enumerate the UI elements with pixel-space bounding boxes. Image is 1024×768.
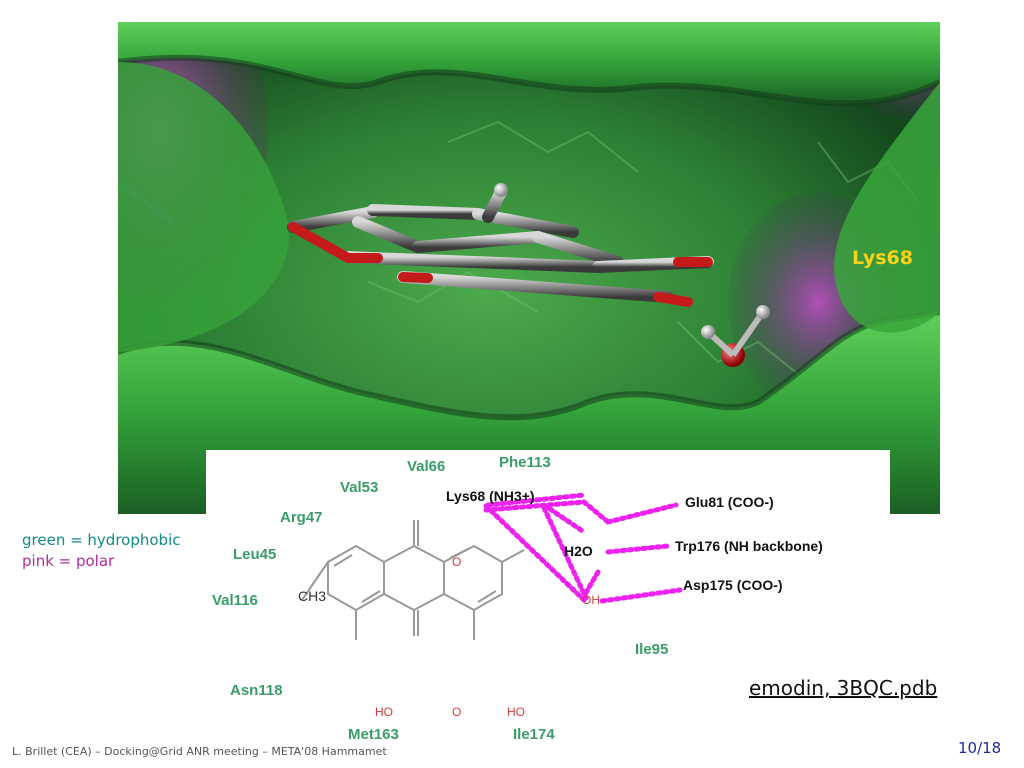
interaction-lys68: Lys68 (NH3+) xyxy=(446,488,535,504)
hbond-lys68-h2o xyxy=(541,502,587,535)
hbond-lys68-oh xyxy=(483,503,587,603)
interaction-trp176: Trp176 (NH backbone) xyxy=(675,538,823,554)
atom-ho-right: HO xyxy=(507,705,525,719)
legend-polar: pink = polar xyxy=(22,552,115,570)
slide-footer: L. Brillet (CEA) – Docking@Grid ANR meet… xyxy=(12,745,387,758)
hbond-h2o-oh xyxy=(581,569,601,599)
page-number: 10/18 xyxy=(958,739,1002,757)
protein-surface-render xyxy=(118,22,940,514)
lys68-structure-label: Lys68 xyxy=(852,247,913,269)
emodin-structure-drawing xyxy=(301,492,683,640)
residue-leu45: Leu45 xyxy=(233,546,277,563)
residue-ile174: Ile174 xyxy=(513,726,555,743)
left-ring xyxy=(327,544,385,612)
pocket-illustration xyxy=(118,22,940,514)
pdb-caption: emodin, 3BQC.pdb xyxy=(749,676,938,700)
residue-val53: Val53 xyxy=(340,479,379,496)
middle-ring xyxy=(383,544,445,612)
interaction-asp175: Asp175 (COO-) xyxy=(683,577,783,593)
interaction-diagram xyxy=(206,450,890,752)
hbond-oh-asp175 xyxy=(599,587,683,604)
atom-o-bottom: O xyxy=(452,705,462,719)
residue-met163: Met163 xyxy=(348,726,399,743)
residue-val66: Val66 xyxy=(407,458,446,475)
atom-oh-right: OH xyxy=(582,593,600,607)
atom-o-top: O xyxy=(452,555,462,569)
interaction-glu81: Glu81 (COO-) xyxy=(685,494,774,510)
interaction-h2o: H2O xyxy=(564,543,593,559)
residue-arg47: Arg47 xyxy=(280,509,323,526)
residue-phe113: Phe113 xyxy=(499,454,551,471)
residue-ile95: Ile95 xyxy=(635,641,669,658)
hbond-lys68-glu81 xyxy=(485,492,587,508)
surface-color-legend: green = hydrophobic pink = polar xyxy=(22,530,181,572)
hbond-h2o-glu81 xyxy=(581,499,611,525)
atom-ch3: CH3 xyxy=(298,588,327,604)
hbond-h2o-trp176 xyxy=(605,543,671,555)
legend-hydrophobic: green = hydrophobic xyxy=(22,531,181,549)
residue-val116: Val116 xyxy=(212,592,258,609)
residue-asn118: Asn118 xyxy=(230,682,283,699)
atom-ho-left: HO xyxy=(375,705,393,719)
